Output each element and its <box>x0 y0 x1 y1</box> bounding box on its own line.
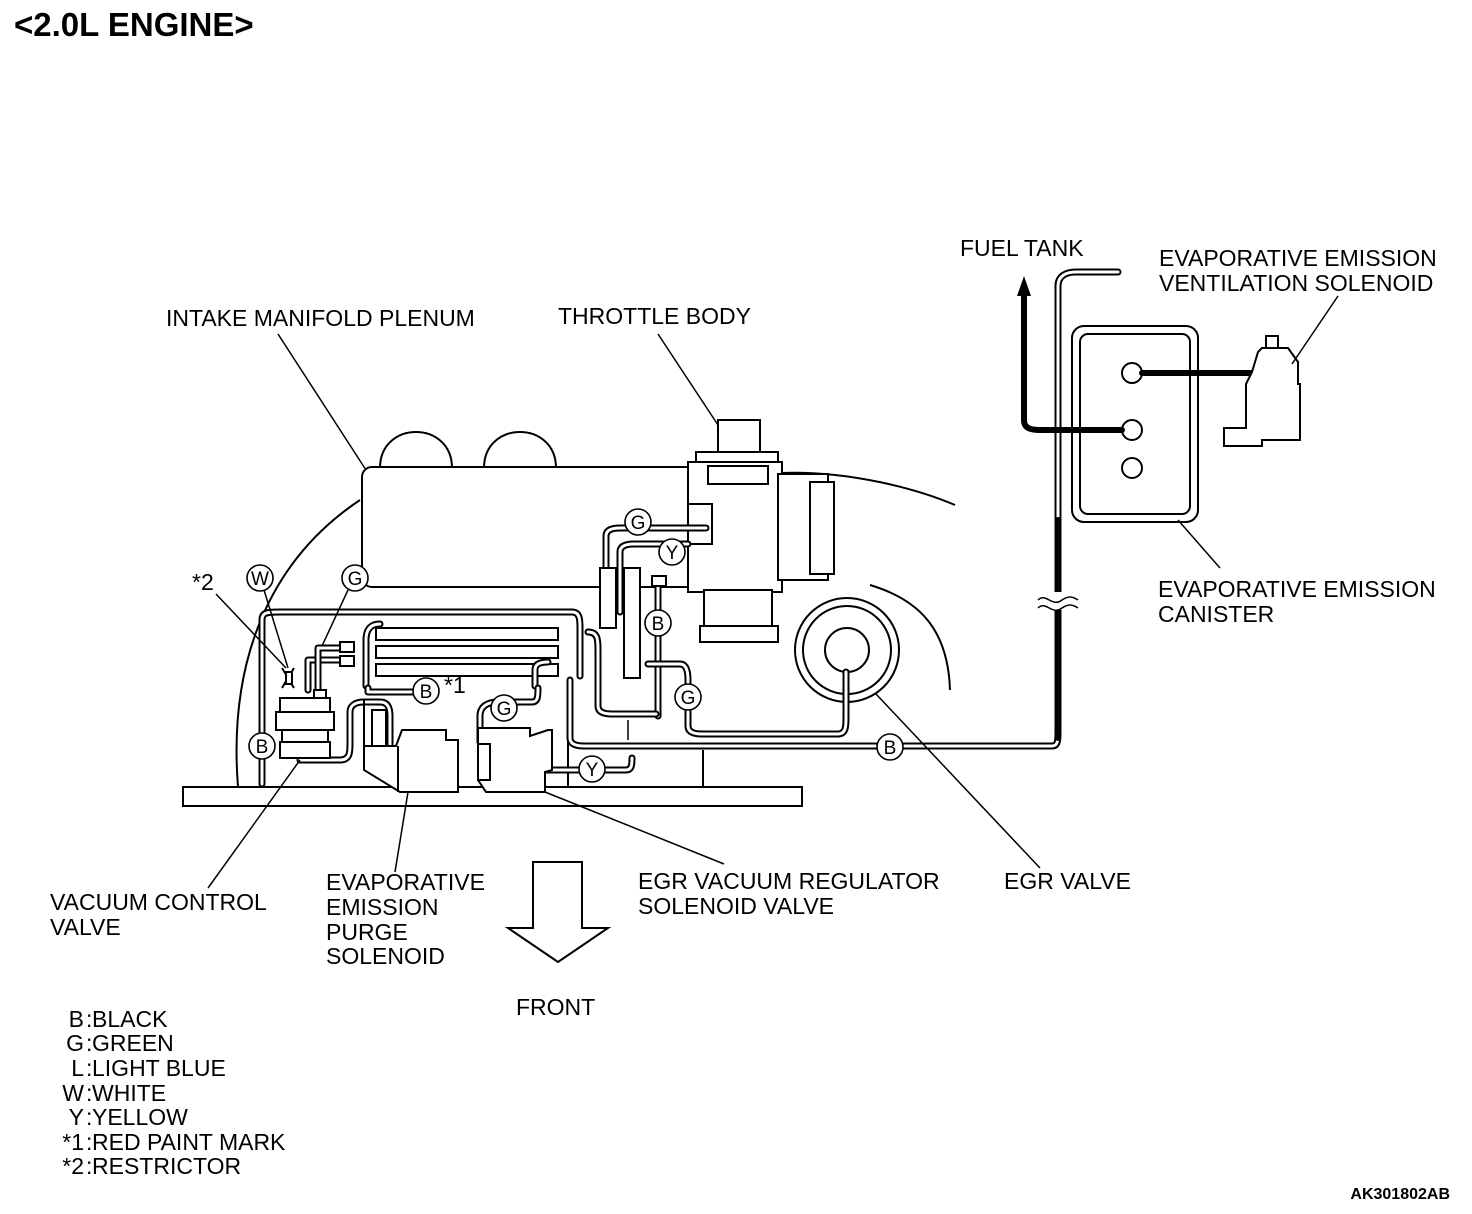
tag-w: W <box>246 564 274 592</box>
legend-text: RESTRICTOR <box>92 1153 241 1179</box>
legend-text: RED PAINT MARK <box>92 1129 286 1155</box>
restrictor-marker: *2 <box>192 569 214 595</box>
legend-code: *1 <box>62 1129 84 1155</box>
hose-break-symbol <box>1037 592 1079 611</box>
tag-g1-text: G <box>348 569 363 590</box>
legend-text: BLACK <box>92 1006 168 1032</box>
svg-text::: : <box>86 1129 92 1155</box>
diagram-title: <2.0L ENGINE> <box>14 6 254 43</box>
label-ventilation-solenoid-1: EVAPORATIVE EMISSION <box>1159 245 1437 271</box>
label-fuel-tank: FUEL TANK <box>960 235 1084 261</box>
color-legend: B : BLACK G : GREEN L : LIGHT BLUE W : W… <box>62 1006 286 1179</box>
egr-valve <box>794 597 900 703</box>
label-canister-2: CANISTER <box>1158 601 1274 627</box>
component-labels: INTAKE MANIFOLD PLENUM THROTTLE BODY FUE… <box>50 235 1437 1020</box>
label-egr-regulator-2: SOLENOID VALVE <box>638 893 834 919</box>
tag-g4-text: G <box>497 699 512 720</box>
label-intake-manifold-plenum: INTAKE MANIFOLD PLENUM <box>166 305 475 331</box>
svg-text::: : <box>86 1104 92 1130</box>
label-egr-valve: EGR VALVE <box>1004 868 1131 894</box>
tag-g2-text: G <box>631 513 646 534</box>
tag-g-egr: G <box>674 683 702 711</box>
label-vacuum-control-valve-1: VACUUM CONTROL <box>50 889 267 915</box>
tag-g3-text: G <box>681 688 696 709</box>
legend-text: WHITE <box>92 1080 166 1106</box>
svg-text::: : <box>86 1080 92 1106</box>
legend-code: B <box>69 1006 84 1032</box>
hose-color-tags: W G G Y B G B *1 G <box>192 508 904 783</box>
label-ventilation-solenoid-2: VENTILATION SOLENOID <box>1159 270 1433 296</box>
evaporative-emission-canister <box>1071 325 1199 523</box>
tag-b-red-mark: B *1 <box>412 672 466 705</box>
legend-code: L <box>71 1055 84 1081</box>
tag-y1-text: Y <box>666 543 679 564</box>
tag-b-canister: B <box>876 733 904 761</box>
legend-code: *2 <box>62 1153 84 1179</box>
label-front: FRONT <box>516 994 595 1020</box>
figure-code: AK301802AB <box>1350 1186 1450 1203</box>
vacuum-control-valve <box>275 667 335 759</box>
legend-text: GREEN <box>92 1030 174 1056</box>
tag-b3-text: B <box>884 738 897 759</box>
svg-text::: : <box>86 1055 92 1081</box>
tag-y-throttle: Y <box>658 538 686 566</box>
tag-g-throttle: G <box>624 508 652 536</box>
egr-vacuum-regulator-solenoid <box>477 727 553 793</box>
intake-manifold-plenum <box>361 431 703 588</box>
svg-text::: : <box>86 1153 92 1179</box>
label-throttle-body: THROTTLE BODY <box>558 303 751 329</box>
label-purge-solenoid-2: EMISSION <box>326 894 438 920</box>
svg-text::: : <box>86 1006 92 1032</box>
tag-y2-text: Y <box>586 760 599 781</box>
tag-b1-text: B <box>652 614 665 635</box>
tag-g-plenum: G <box>341 564 369 592</box>
legend-code: G <box>66 1030 84 1056</box>
ventilation-solenoid <box>1139 335 1301 447</box>
legend-code: Y <box>69 1104 84 1130</box>
tag-b2-text: B <box>420 682 433 703</box>
svg-text::: : <box>86 1030 92 1056</box>
throttle-body <box>687 419 835 643</box>
tag-b-vcv: B <box>248 732 276 760</box>
leader-lines <box>207 295 1339 889</box>
tag-w-text: W <box>251 569 269 590</box>
label-purge-solenoid-4: SOLENOID <box>326 943 445 969</box>
tag-g-solenoid: G <box>490 694 518 722</box>
label-vacuum-control-valve-2: VALVE <box>50 914 121 940</box>
legend-text: LIGHT BLUE <box>92 1055 226 1081</box>
label-egr-regulator-1: EGR VACUUM REGULATOR <box>638 868 940 894</box>
front-arrow <box>504 861 612 964</box>
red-paint-marker: *1 <box>444 672 466 698</box>
legend-code: W <box>62 1080 84 1106</box>
label-purge-solenoid-3: PURGE <box>326 919 408 945</box>
purge-solenoid <box>363 700 459 793</box>
tag-y-solenoid: Y <box>578 755 606 783</box>
legend-text: YELLOW <box>92 1104 188 1130</box>
fuel-tank-hose <box>1017 276 1125 433</box>
tag-b-throttle: B <box>644 609 672 637</box>
label-purge-solenoid-1: EVAPORATIVE <box>326 869 485 895</box>
tag-b4-text: B <box>256 737 269 758</box>
label-canister-1: EVAPORATIVE EMISSION <box>1158 576 1436 602</box>
